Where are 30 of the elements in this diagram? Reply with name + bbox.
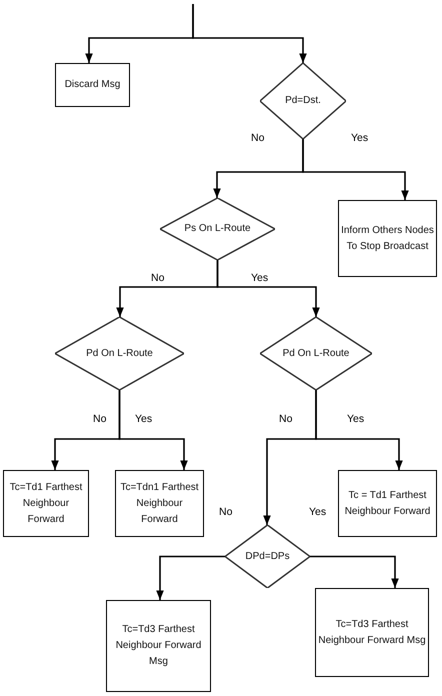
arrow: [216, 260, 320, 317]
process-box: [338, 200, 437, 277]
arrow: [118, 390, 188, 470]
arrow: [302, 139, 409, 200]
process-box: [338, 470, 437, 537]
arrow: [315, 390, 403, 470]
decision-text: DPd=DPs: [244, 550, 291, 564]
process-box: [115, 470, 204, 537]
decision-text: Pd=Dst.: [284, 94, 322, 108]
decision-text: Pd On L-Route: [282, 346, 350, 360]
arrow: [310, 556, 399, 588]
process-box: [315, 588, 429, 677]
decision-diamond: [260, 317, 372, 390]
process-box: [55, 63, 130, 107]
decision-text: Ps On L-Route: [183, 222, 252, 236]
process-box: [106, 600, 211, 692]
process-text: Tc = Td1 Farthest Neighbour Forward: [344, 488, 432, 518]
arrow: [192, 4, 307, 63]
arrow: [156, 556, 225, 600]
process-text: Inform Others Nodes To Stop Broadcast: [340, 224, 435, 254]
process-text: Discard Msg: [64, 78, 122, 92]
process-text: Tc=Td3 Farthest Neighbour Forward Msg: [317, 618, 427, 648]
decision-text: Pd On L-Route: [85, 346, 154, 360]
decision-diamond: [55, 317, 184, 390]
process-text: Tc=Td1 Farthest Neighbour Forward: [8, 480, 84, 526]
process-text: Tc=Td3 Farthest Neighbour Forward Msg: [114, 623, 202, 669]
process-text: Tc=Tdn1 Farthest Neighbour Forward: [119, 480, 200, 526]
decision-diamond: [225, 525, 310, 588]
decision-diamond: [160, 198, 275, 260]
process-box: [3, 470, 89, 537]
